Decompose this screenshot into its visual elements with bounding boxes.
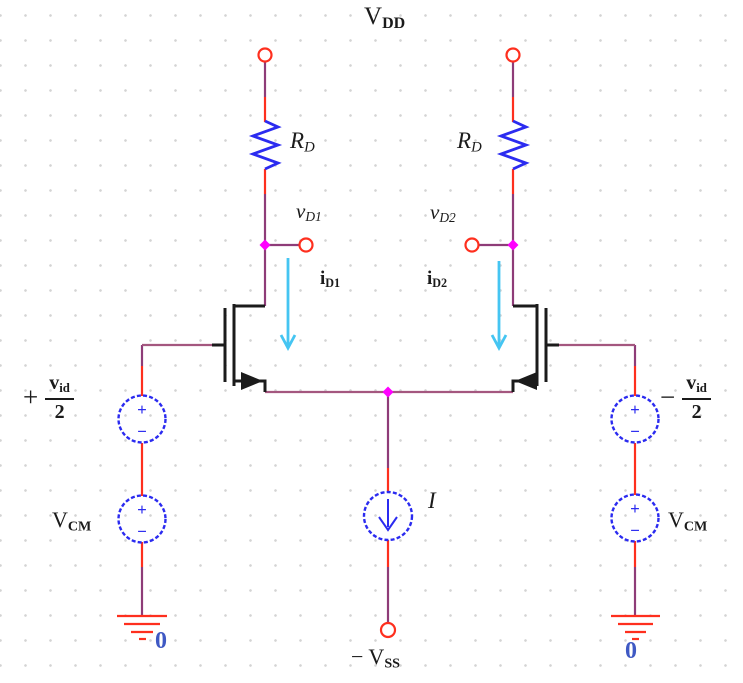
voltage-source-icon-vid-right <box>610 394 660 444</box>
vcm-right-main: V <box>668 507 684 532</box>
vid-over-2-fraction: vid 2 <box>682 373 711 422</box>
diff-input-label-right: − vid 2 <box>660 373 711 422</box>
vcm-label-left: VCM <box>52 507 92 535</box>
plus-sign: + <box>137 500 147 519</box>
nmos-transistor-right <box>511 304 559 392</box>
id1-arrowhead <box>279 334 297 351</box>
ground-label-left: 0 <box>155 629 167 653</box>
id2-label: iD2 <box>427 269 447 289</box>
voltage-source-icon-vid-left <box>117 394 167 444</box>
junction-nodes <box>259 239 519 398</box>
node-dot-vd1 <box>259 239 271 251</box>
tail-current-label: I <box>428 489 436 512</box>
id1-label: iD1 <box>320 269 340 289</box>
vss-label: −VSS <box>351 644 400 672</box>
zero-left: 0 <box>155 628 167 654</box>
plus-sign: + <box>137 400 147 419</box>
diff-input-label-left: + vid 2 <box>23 373 74 422</box>
vss-sub: SS <box>384 655 400 672</box>
zero-right: 0 <box>625 638 637 664</box>
vd1-label: vD1 <box>296 201 322 224</box>
id2-sub: D2 <box>432 275 448 290</box>
plum-wires <box>140 62 637 623</box>
vss-terminal-icon <box>379 621 397 639</box>
vd1-terminal-icon <box>298 237 314 253</box>
blue-components: + − + − + − + − <box>117 119 660 544</box>
plus-sign: + <box>23 381 39 412</box>
minus-sign: − <box>351 644 364 669</box>
ground-label-right: 0 <box>625 639 637 663</box>
minus-sign: − <box>630 422 640 441</box>
voltage-source-icon-vcm-left <box>117 494 167 544</box>
source-arrow <box>515 372 537 390</box>
vdd-label-main: V <box>364 3 383 30</box>
tail-current-symbol: I <box>428 488 436 513</box>
vdd-label-sub: DD <box>382 14 406 32</box>
vid-den: 2 <box>54 400 65 423</box>
vdd-terminal-left-icon <box>257 47 273 63</box>
rd-label-right: RD <box>457 129 482 155</box>
vid-num-sub: id <box>59 381 70 396</box>
vid-num: v <box>49 372 60 394</box>
vid-num-sub: id <box>696 381 707 396</box>
current-source-arrowhead <box>378 516 398 532</box>
red-wires <box>117 47 660 641</box>
minus-sign: − <box>660 381 676 412</box>
vdd-terminal-right-icon <box>505 47 521 63</box>
vdd-label: VDD <box>364 4 405 32</box>
vd2-main: v <box>430 200 440 224</box>
rd-right-sub: D <box>471 139 482 156</box>
current-arrows <box>279 258 508 351</box>
minus-sign: − <box>137 422 147 441</box>
id2-arrowhead <box>490 334 508 351</box>
vid-num: v <box>686 372 697 394</box>
vcm-left-sub: CM <box>67 518 92 535</box>
node-dot-common-source <box>382 386 394 398</box>
minus-sign: − <box>630 521 640 540</box>
rd-left-main: R <box>290 128 305 153</box>
source-arrow <box>241 372 263 390</box>
ground-icon-left <box>117 614 167 641</box>
minus-sign: − <box>137 522 147 541</box>
vcm-label-right: VCM <box>668 507 708 535</box>
id2-main: i <box>427 268 433 289</box>
vd2-terminal-icon <box>464 237 480 253</box>
vss-main: V <box>368 644 385 669</box>
vid-den: 2 <box>691 400 702 423</box>
transistors <box>212 304 559 392</box>
vcm-left-main: V <box>52 507 68 532</box>
nmos-transistor-left <box>212 304 267 392</box>
current-source-icon <box>362 490 414 542</box>
mauve-wires <box>142 343 635 394</box>
plus-sign: + <box>630 400 640 419</box>
id1-main: i <box>320 268 326 289</box>
resistor-icon-right <box>496 119 531 171</box>
voltage-source-icon-vcm-right <box>610 493 660 543</box>
vd1-sub: D1 <box>305 209 322 225</box>
vd1-main: v <box>296 199 306 223</box>
vcm-right-sub: CM <box>683 518 708 535</box>
rd-label-left: RD <box>290 129 315 155</box>
resistor-icon-left <box>248 119 283 171</box>
ground-icon-right <box>611 614 660 641</box>
vid-over-2-fraction: vid 2 <box>45 373 74 422</box>
vd2-sub: D2 <box>439 210 456 226</box>
vd2-label: vD2 <box>430 202 456 225</box>
plus-sign: + <box>630 499 640 518</box>
rd-right-main: R <box>457 128 472 153</box>
node-dot-vd2 <box>507 239 519 251</box>
id1-sub: D1 <box>325 275 341 290</box>
rd-left-sub: D <box>304 139 315 156</box>
